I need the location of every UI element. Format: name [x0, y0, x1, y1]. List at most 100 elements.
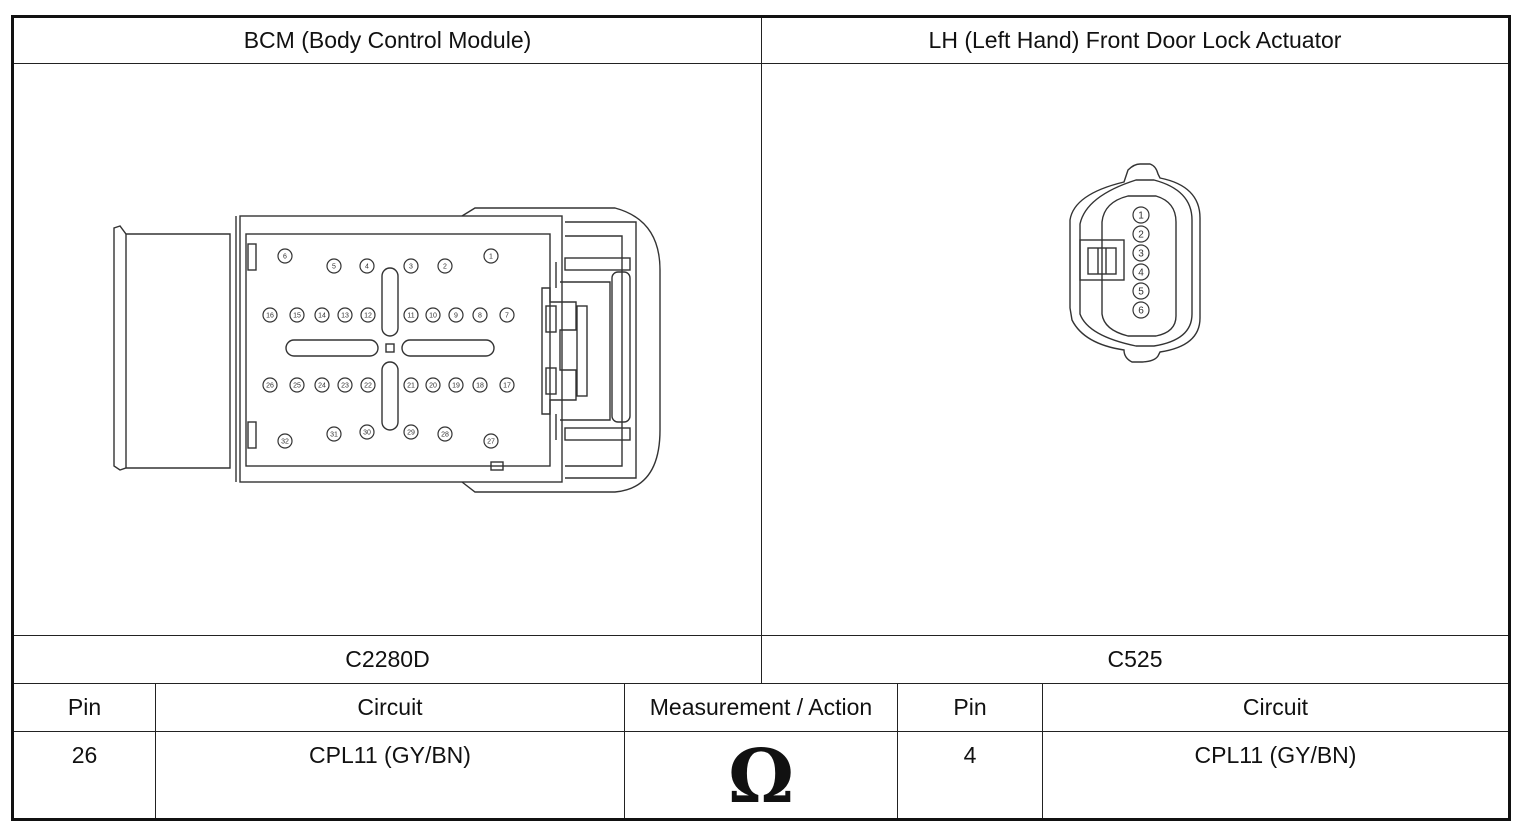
col-header-circuit-b: Circuit [1242, 694, 1309, 720]
bcm-pin-12-label: 12 [364, 313, 372, 320]
bcm-pin-6-label: 6 [283, 254, 287, 261]
bcm-pin-16-label: 16 [266, 313, 274, 320]
col-header-measurement: Measurement / Action [649, 694, 873, 720]
bcm-pin-8-label: 8 [478, 313, 482, 320]
bcm-pin-17-circle [499, 377, 515, 393]
actuator-pin-1-circle [1132, 206, 1150, 224]
bcm-pin-13-circle [337, 307, 353, 323]
bcm-pin-26-label: 26 [266, 383, 274, 390]
bcm-pin-16-circle [262, 307, 278, 323]
bcm-pin-24-circle [314, 377, 330, 393]
bcm-body [239, 215, 563, 483]
actuator-pin-2-circle [1132, 225, 1150, 243]
ohm-icon: Ω [728, 734, 794, 820]
bcm-pin-2-label: 2 [443, 264, 447, 271]
actuator-housing-inner [1079, 179, 1193, 347]
bcm-connector-id: C2280D [345, 646, 430, 672]
bcm-pin-9-circle [448, 307, 464, 323]
divider-col-1 [155, 683, 156, 818]
bcm-pin-5-circle [326, 258, 342, 274]
bcm-channel-v-bottom [381, 361, 399, 431]
divider-col-4 [1042, 683, 1043, 818]
bcm-pin-3-label: 3 [409, 264, 413, 271]
bcm-pin-10-circle [425, 307, 441, 323]
bcm-pin-15-circle [289, 307, 305, 323]
actuator-connector-drawing: 1 2 3 4 5 6 [1069, 163, 1201, 363]
bcm-pin-6-circle [277, 248, 293, 264]
bcm-pin-26-circle [262, 377, 278, 393]
bcm-pin-11-label: 11 [407, 313, 414, 320]
bcm-pin-28-label: 28 [441, 432, 449, 439]
bcm-pin-10-label: 10 [429, 313, 437, 320]
actuator-pin-5-label: 5 [1138, 287, 1144, 298]
bcm-channel-h-right [401, 339, 495, 357]
bcm-pin-31-circle [326, 426, 342, 442]
col-header-pin-a: Pin [67, 694, 102, 720]
bcm-pin-12-circle [360, 307, 376, 323]
bcm-pin-24-label: 24 [318, 383, 326, 390]
bcm-pin-1-label: 1 [489, 254, 493, 261]
actuator-latch [1079, 239, 1125, 281]
bcm-pin-11-circle [403, 307, 419, 323]
divider-col-2 [624, 683, 625, 818]
bcm-pin-13-label: 13 [341, 313, 349, 320]
bcm-pin-17-label: 17 [503, 383, 511, 390]
bcm-latch-housing [461, 207, 661, 493]
bcm-pin-15-label: 15 [293, 313, 301, 320]
bcm-pin-23-label: 23 [341, 383, 349, 390]
actuator-pin-4-label: 4 [1138, 268, 1144, 279]
bcm-pin-4-label: 4 [365, 264, 369, 271]
actuator-housing-outer [1069, 163, 1201, 363]
actuator-pin-6-circle [1132, 301, 1150, 319]
row-pin-a: 26 [71, 742, 98, 768]
bcm-pin-7-label: 7 [505, 313, 509, 320]
bcm-pin-31-label: 31 [330, 432, 338, 439]
bcm-channel-v-top [381, 267, 399, 337]
bcm-pin-9-label: 9 [454, 313, 458, 320]
bcm-channel-h-left [285, 339, 379, 357]
actuator-pin-4-circle [1132, 263, 1150, 281]
bcm-pin-32-label: 32 [281, 439, 289, 446]
bcm-pin-19-label: 19 [452, 383, 460, 390]
actuator-pin-5-circle [1132, 282, 1150, 300]
bcm-pin-20-label: 20 [429, 383, 437, 390]
bcm-pin-32-circle [277, 433, 293, 449]
bcm-pin-2-circle [437, 258, 453, 274]
row-circuit-b: CPL11 (GY/BN) [1194, 742, 1357, 768]
bcm-pin-29-label: 29 [407, 430, 415, 437]
actuator-pin-6-label: 6 [1138, 306, 1144, 317]
bcm-pin-30-circle [359, 424, 375, 440]
bcm-pin-25-label: 25 [293, 383, 301, 390]
bcm-pin-30-label: 30 [363, 430, 371, 437]
bcm-pin-3-circle [403, 258, 419, 274]
divider-center [761, 18, 762, 684]
divider-col-3 [897, 683, 898, 818]
bcm-pin-5-label: 5 [332, 264, 336, 271]
actuator-pin-group: 1 2 3 4 5 6 [1132, 206, 1150, 319]
bcm-pin-7-circle [499, 307, 515, 323]
bcm-header: BCM (Body Control Module) [243, 27, 532, 53]
actuator-connector-id: C525 [1107, 646, 1163, 672]
bcm-pin-14-label: 14 [318, 313, 326, 320]
actuator-pin-2-label: 2 [1138, 230, 1144, 241]
bcm-pin-8-circle [472, 307, 488, 323]
bcm-pin-18-label: 18 [476, 383, 484, 390]
actuator-pin-3-circle [1132, 244, 1150, 262]
bcm-pin-1-circle [483, 248, 499, 264]
actuator-pin-3-label: 3 [1138, 249, 1144, 260]
bcm-pin-22-circle [360, 377, 376, 393]
bcm-pin-20-circle [425, 377, 441, 393]
bcm-pin-4-circle [359, 258, 375, 274]
bcm-pin-22-label: 22 [364, 383, 372, 390]
actuator-pin-1-label: 1 [1138, 211, 1144, 222]
row-pin-b: 4 [963, 742, 977, 768]
row-circuit-a: CPL11 (GY/BN) [309, 742, 471, 768]
bcm-pin-27-circle [483, 433, 499, 449]
bcm-pin-25-circle [289, 377, 305, 393]
bcm-pin-18-circle [472, 377, 488, 393]
col-header-pin-b: Pin [953, 694, 987, 720]
actuator-header: LH (Left Hand) Front Door Lock Actuator [928, 27, 1342, 53]
divider-table-header [14, 731, 1508, 732]
